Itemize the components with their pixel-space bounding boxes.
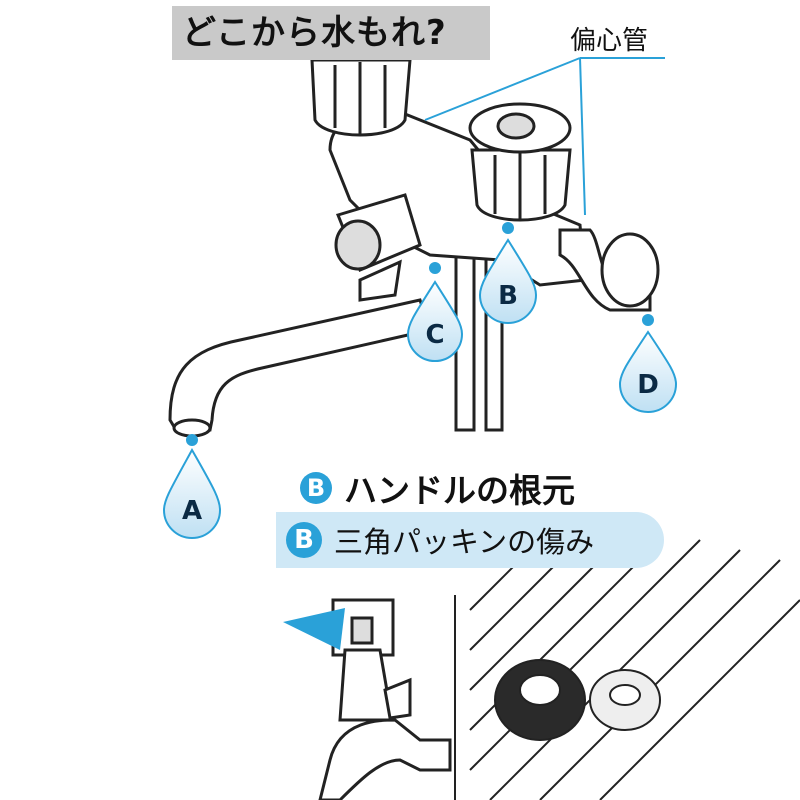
legend-row-handle-base: B ハンドルの根元 (300, 464, 575, 512)
spout (168, 298, 432, 432)
legend-row-packing: B 三角パッキンの傷み (276, 512, 664, 568)
page-title: どこから水もれ? (172, 6, 490, 60)
drop-c (406, 280, 464, 362)
left-handle (310, 58, 412, 137)
pointer-arrow (283, 608, 345, 650)
legend-text: 三角パッキンの傷み (334, 525, 595, 559)
packing-rings (494, 659, 661, 741)
leak-dots (186, 222, 654, 446)
drop-label-d: D (637, 370, 659, 400)
callout-lines (424, 57, 665, 216)
right-handle (468, 102, 572, 222)
drop-a (162, 447, 222, 539)
drop-label-a: A (181, 496, 203, 526)
legend-text: ハンドルの根元 (344, 471, 575, 510)
drop-label-b: B (498, 281, 518, 311)
eccentric-pipe (558, 228, 660, 312)
legend-badge: B (300, 472, 332, 504)
diverter-knob (334, 193, 422, 302)
drop-b (478, 238, 538, 324)
eccentric-pipe-label: 偏心管 (570, 26, 649, 56)
legend-badge: B (286, 522, 322, 558)
drop-label-c: C (425, 320, 445, 350)
droplets (162, 238, 678, 539)
drop-d (618, 330, 678, 413)
